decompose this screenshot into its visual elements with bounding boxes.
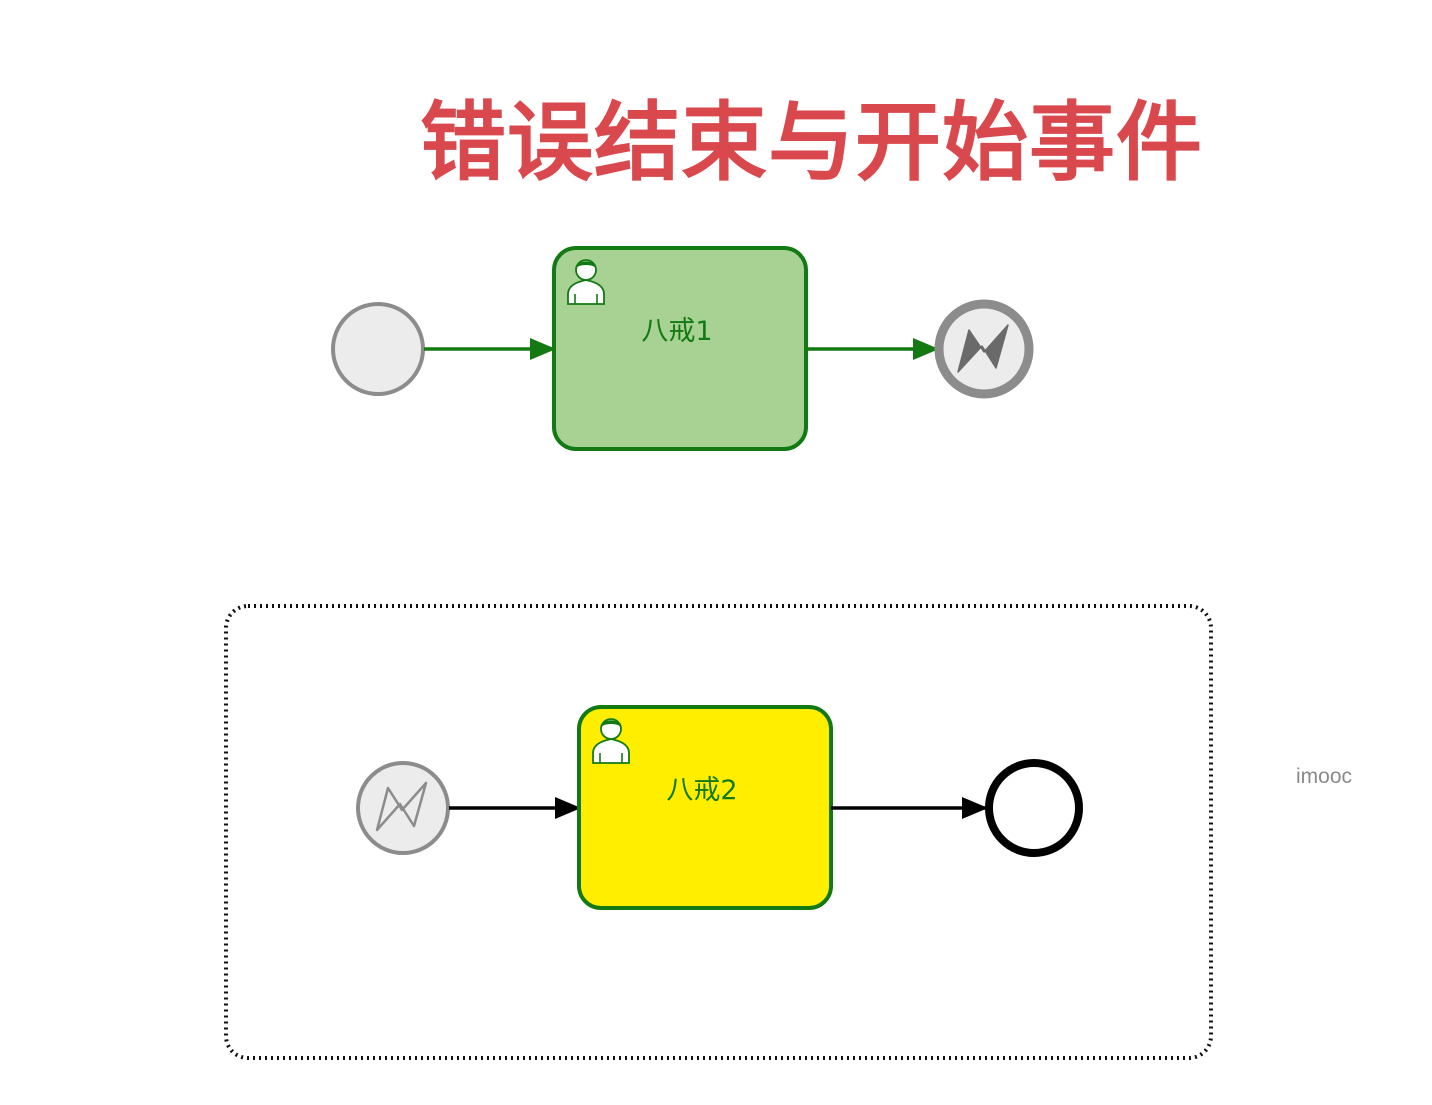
task-label-1: 八戒1 [641,316,712,347]
user-task-icon [567,259,605,305]
slide-title: 错误结束与开始事件 [420,93,1203,193]
watermark: imooc [1296,765,1353,788]
none-start-event-icon[interactable] [331,302,425,396]
top-process: 八戒1 [331,246,1034,451]
user-task-2[interactable]: 八戒2 [577,705,833,910]
none-end-event-icon[interactable] [985,759,1083,857]
error-start-event-icon[interactable] [356,761,450,855]
user-task-icon [592,718,630,764]
event-subprocess: 八戒2 [224,604,1213,1060]
error-end-event-icon[interactable] [934,299,1034,399]
task-label-2: 八戒2 [666,775,737,806]
user-task-1[interactable]: 八戒1 [552,246,808,451]
